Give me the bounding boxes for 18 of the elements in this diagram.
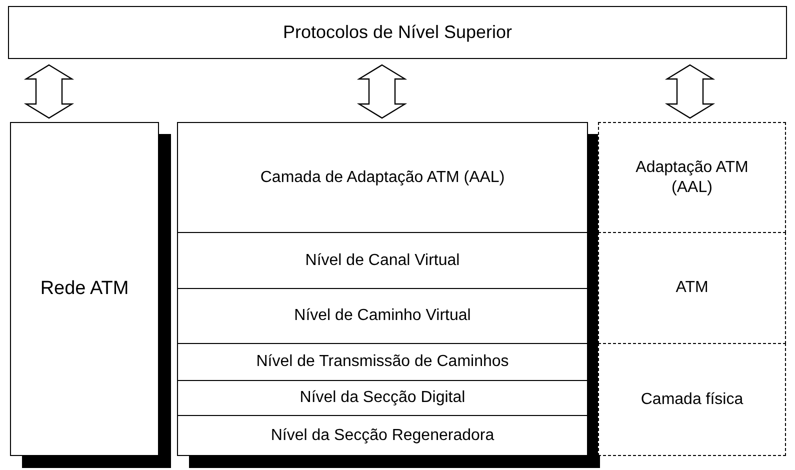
dashed-layer-box [598,122,786,233]
dashed-layer-box [598,343,786,456]
header-box [8,6,787,59]
layer-label: Nível da Secção Regeneradora [270,426,494,446]
double-arrow [664,64,716,119]
double-arrow [356,64,408,119]
layer-label: Nível da Secção Digital [300,388,466,408]
double-arrow [24,64,74,119]
dashed-layer-box [598,232,786,344]
layer-label: Nível de Transmissão de Caminhos [256,352,509,372]
layer-label: Adaptação ATM (AAL) [634,158,750,198]
layer-label: Protocolos de Nível Superior [282,21,512,44]
layer-label: Camada física [640,390,744,410]
layer-label: Camada de Adaptação ATM (AAL) [260,168,505,188]
layer-label: Nível de Canal Virtual [305,250,460,270]
layer-label: Rede ATM [40,277,129,301]
layer-label: ATM [676,278,708,298]
layer-label: Nível de Caminho Virtual [294,306,471,326]
